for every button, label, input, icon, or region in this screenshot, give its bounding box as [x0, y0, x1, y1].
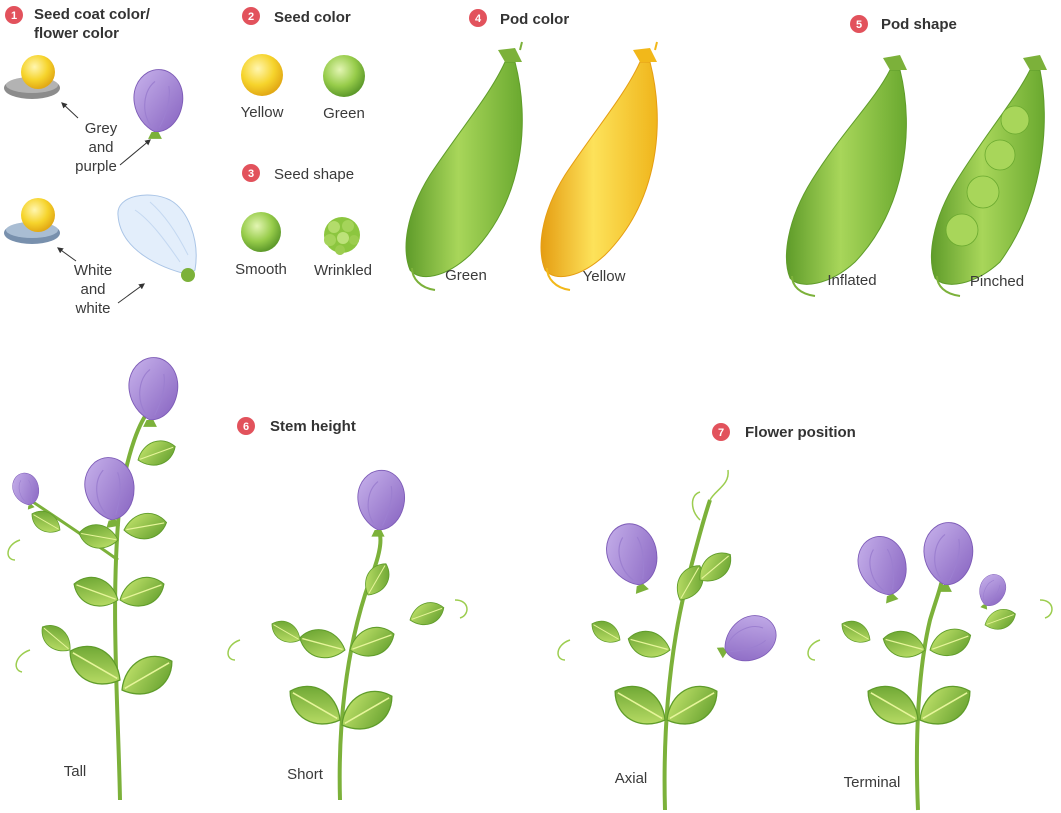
label-purple: purple — [75, 158, 117, 175]
pinched-pod — [931, 55, 1047, 296]
grey-coat-seed — [4, 55, 60, 99]
trait-seed-shape: 3 Seed shape Smooth Wrinkled — [235, 164, 372, 279]
green-seed — [323, 55, 365, 97]
label-green: Green — [445, 267, 487, 284]
terminal-plant — [808, 523, 1052, 810]
trait-title: Seed color — [274, 9, 351, 26]
label-axial: Axial — [615, 770, 648, 787]
label-tall: Tall — [64, 763, 87, 780]
label-terminal: Terminal — [844, 774, 901, 791]
badge-number: 5 — [856, 19, 862, 31]
trait-pod-color: 4 Pod color Green Yellow — [406, 9, 657, 290]
trait-title-line2: flower color — [34, 25, 119, 42]
label-smooth: Smooth — [235, 261, 287, 278]
trait-flower-position: 7 Flower position Axial — [558, 423, 1052, 810]
trait-title: Seed shape — [274, 166, 354, 183]
badge-number: 4 — [475, 13, 482, 25]
label-and: and — [80, 281, 105, 298]
white-coat-seed — [4, 198, 60, 244]
trait-title: Stem height — [270, 418, 356, 435]
axial-plant — [558, 470, 784, 810]
label-pinched: Pinched — [970, 273, 1024, 290]
label-yellow: Yellow — [241, 104, 284, 121]
yellow-seed — [241, 54, 283, 96]
arrow-to-flower — [118, 284, 144, 303]
label-inflated: Inflated — [827, 272, 876, 289]
inflated-pod — [786, 55, 907, 296]
trait-title-line1: Seed coat color/ — [34, 6, 151, 23]
smooth-seed — [241, 212, 281, 252]
trait-stem-height: 6 Stem height Tall — [8, 358, 467, 800]
label-green: Green — [323, 105, 365, 122]
trait-title: Pod color — [500, 11, 569, 28]
yellow-pod — [541, 42, 657, 290]
short-plant — [228, 470, 467, 800]
label-white: White — [74, 262, 112, 279]
wrinkled-seed — [324, 217, 360, 255]
arrow-to-seed — [62, 103, 78, 118]
arrow-to-seed — [58, 248, 76, 261]
badge-number: 7 — [718, 427, 724, 439]
green-pod — [406, 42, 522, 290]
label-yellow: Yellow — [583, 268, 626, 285]
tall-plant — [8, 358, 180, 800]
label-short: Short — [287, 766, 324, 783]
trait-pod-shape: 5 Pod shape Inflated Pinched — [786, 15, 1047, 296]
purple-flower-icon — [134, 70, 183, 139]
badge-number: 6 — [243, 421, 249, 433]
label-white-2: white — [74, 300, 110, 317]
badge-number: 2 — [248, 11, 254, 23]
trait-title: Pod shape — [881, 16, 957, 33]
trait-seed-coat-flower-color: 1 Seed coat color/ flower color Grey and… — [4, 6, 196, 317]
label-and: and — [88, 139, 113, 156]
trait-seed-color: 2 Seed color Yellow Green — [241, 7, 365, 122]
badge-number: 1 — [11, 10, 17, 22]
trait-title: Flower position — [745, 424, 856, 441]
arrow-to-flower — [120, 140, 150, 165]
white-flower-icon — [118, 195, 196, 282]
label-wrinkled: Wrinkled — [314, 262, 372, 279]
label-grey: Grey — [85, 120, 118, 137]
badge-number: 3 — [248, 168, 254, 180]
